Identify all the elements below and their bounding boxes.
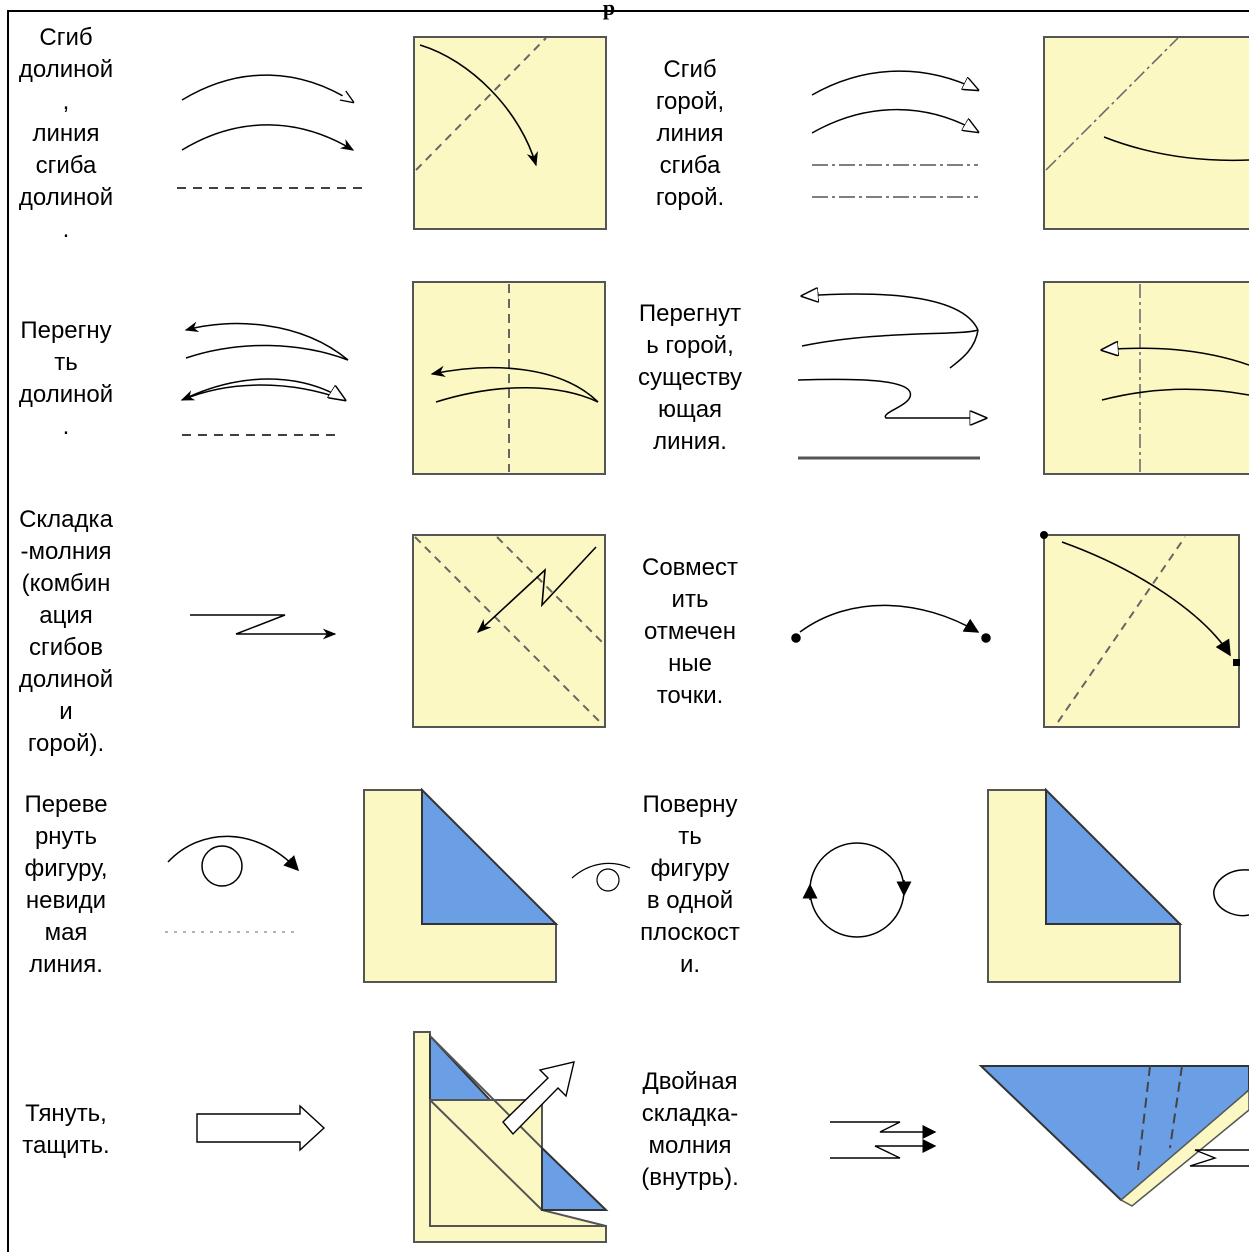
pleat-fold-square — [412, 534, 606, 728]
match-points-square — [1040, 531, 1240, 728]
rotate-symbol — [802, 842, 912, 938]
label-rotate: Поверну ть фигуру в одной плоскост и. — [640, 791, 740, 978]
label-pull: Тянуть, тащить. — [22, 1100, 110, 1159]
eye-icon — [571, 862, 631, 892]
page-title-fragment: р — [602, 0, 616, 20]
diagram-frame: р — [7, 0, 1249, 1252]
label-mountain-fold: Сгиб горой, линия сгиба горой. — [655, 56, 725, 211]
pull-arrow-symbol — [196, 1104, 326, 1152]
match-points-symbol — [791, 604, 991, 643]
pleat-fold-symbol — [190, 614, 337, 640]
valley-fold-over-symbol — [180, 321, 349, 436]
pull-figure — [413, 1031, 609, 1243]
label-turn-over: Переве рнуть фигуру, невиди мая линия. — [24, 791, 108, 978]
label-mountain-fold-over: Перегнут ь горой, существу ющая линия. — [637, 300, 743, 455]
mountain-fold-over-square — [1043, 281, 1249, 475]
double-pleat-symbol — [830, 1121, 937, 1159]
label-valley-fold-over: Перегну ть долиной . — [18, 317, 114, 440]
mountain-fold-over-symbol — [797, 294, 986, 460]
label-valley-fold: Сгиб долиной , линия сгиба долиной . — [18, 24, 114, 243]
mountain-fold-symbol — [811, 70, 978, 198]
turn-over-symbol — [165, 835, 300, 933]
label-double-pleat: Двойная складка- молния (внутрь). — [641, 1068, 739, 1191]
label-pleat-fold: Складка -молния (комбин ация сгибов доли… — [18, 506, 114, 757]
label-match-points: Совмест ить отмечен ные точки. — [642, 554, 738, 709]
valley-fold-symbol — [177, 74, 362, 189]
valley-fold-square — [413, 36, 607, 230]
rotate-figure — [987, 787, 1249, 983]
double-pleat-figure — [978, 1065, 1249, 1207]
mountain-fold-square — [1043, 36, 1249, 230]
turn-over-figure — [363, 787, 559, 983]
valley-fold-over-square — [412, 281, 606, 475]
